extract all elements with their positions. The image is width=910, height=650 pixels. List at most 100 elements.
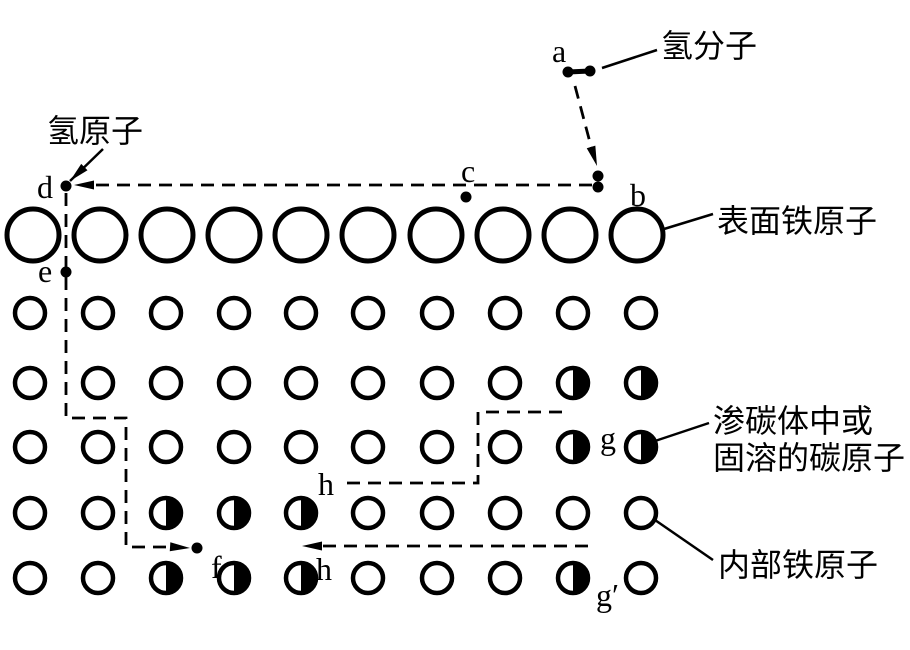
adsorbed-h-dot-lower [592,181,604,193]
internal-iron-atom [623,495,659,531]
carbon-atom [555,560,591,596]
leader-surface-iron [663,212,714,231]
point-label-h-upper: h [318,466,334,502]
h2-molecule-dot-left [562,66,574,78]
internal-iron-atom [419,295,455,331]
internal-iron-atom [487,495,523,531]
internal-iron-atom [216,295,252,331]
carbon-half-fill [301,498,316,528]
leader-internal-iron [654,518,714,562]
internal-iron-atom [12,495,48,531]
internal-iron-atom [350,295,386,331]
internal-iron-atom [216,365,252,401]
surface-iron-atom [205,206,263,264]
internal-iron-atom [80,429,116,465]
carbon-half-fill [166,498,181,528]
carbon-atom [623,429,659,465]
h-position-e-dot [60,266,72,278]
carbon-half-fill [301,563,316,593]
internal-iron-atom [80,365,116,401]
path-interior-to-left-arrowhead-icon [302,541,322,551]
carbon-atom [555,429,591,465]
internal-iron-atom [350,429,386,465]
surface-iron-atom [474,206,532,264]
label-carbon-atoms-line2: 固溶的碳原子 [713,440,905,476]
internal-iron-atom [350,495,386,531]
path-molecule-to-surface [573,85,594,151]
point-label-g: g [600,420,616,456]
carbon-atom [283,560,319,596]
surface-iron-atom [339,206,397,264]
surface-iron-atoms-row [4,206,666,264]
internal-iron-atom [487,560,523,596]
internal-iron-atom [148,365,184,401]
path-d-to-f [64,193,174,549]
carbon-half-fill [573,563,588,593]
internal-iron-atom [148,295,184,331]
adsorbed-h-dot-upper [592,170,604,182]
leader-carbon-atoms [654,421,710,443]
internal-iron-atom [216,429,252,465]
internal-iron-atom [283,365,319,401]
point-label-c: c [461,153,475,189]
label-carbon-atoms-line1: 渗碳体中或 [713,403,873,439]
path-molecule-to-surface-arrowhead-icon [586,145,597,166]
point-label-b: b [630,177,646,213]
point-label-e: e [38,253,52,289]
carbon-atom [216,560,252,596]
internal-iron-atom [283,295,319,331]
carbon-half-fill [641,432,656,462]
internal-iron-atom [12,365,48,401]
internal-atoms-grid [12,295,659,596]
point-label-g-prime: g′ [596,577,619,613]
internal-iron-atom [12,295,48,331]
carbon-half-fill [641,368,656,398]
internal-iron-atom [80,295,116,331]
internal-iron-atom [419,560,455,596]
internal-iron-atom [487,365,523,401]
h-position-d-dot [60,180,72,192]
internal-iron-atom [80,495,116,531]
carbon-half-fill [573,432,588,462]
surface-iron-atom [138,206,196,264]
internal-iron-atom [623,560,659,596]
internal-iron-atom [350,365,386,401]
internal-iron-atom [80,560,116,596]
surface-iron-atom [4,206,62,264]
carbon-atom [148,495,184,531]
internal-iron-atom [419,429,455,465]
label-internal-iron-atoms: 内部铁原子 [718,547,878,583]
diffusion-paths [64,85,594,549]
internal-iron-atom [419,495,455,531]
h-position-f-dot [191,542,203,554]
carbon-atom [216,495,252,531]
surface-iron-atom [272,206,330,264]
internal-iron-atom [12,560,48,596]
carbon-atom [148,560,184,596]
surface-iron-atom [541,206,599,264]
label-hydrogen-atom: 氢原子 [47,113,143,149]
point-label-h-lower: h [316,551,332,587]
point-label-d: d [37,169,53,205]
surface-iron-atom [407,206,465,264]
carbon-half-fill [166,563,181,593]
internal-iron-atom [283,429,319,465]
hydrogen-atoms [60,65,604,554]
carbon-half-fill [573,368,588,398]
carbon-half-fill [234,563,249,593]
internal-iron-atom [487,295,523,331]
surface-iron-atom [71,206,129,264]
carbon-atom [623,365,659,401]
label-surface-iron-atoms: 表面铁原子 [717,203,877,239]
surface-iron-atom [608,206,666,264]
point-label-f: f [211,549,222,585]
path-d-to-f-arrowhead-icon [169,542,190,552]
label-hydrogen-molecule: 氢分子 [661,28,757,64]
point-label-a: a [552,33,566,69]
path-surface-to-d-arrowhead-icon [74,180,94,190]
internal-iron-atom [487,429,523,465]
internal-iron-atom [350,560,386,596]
